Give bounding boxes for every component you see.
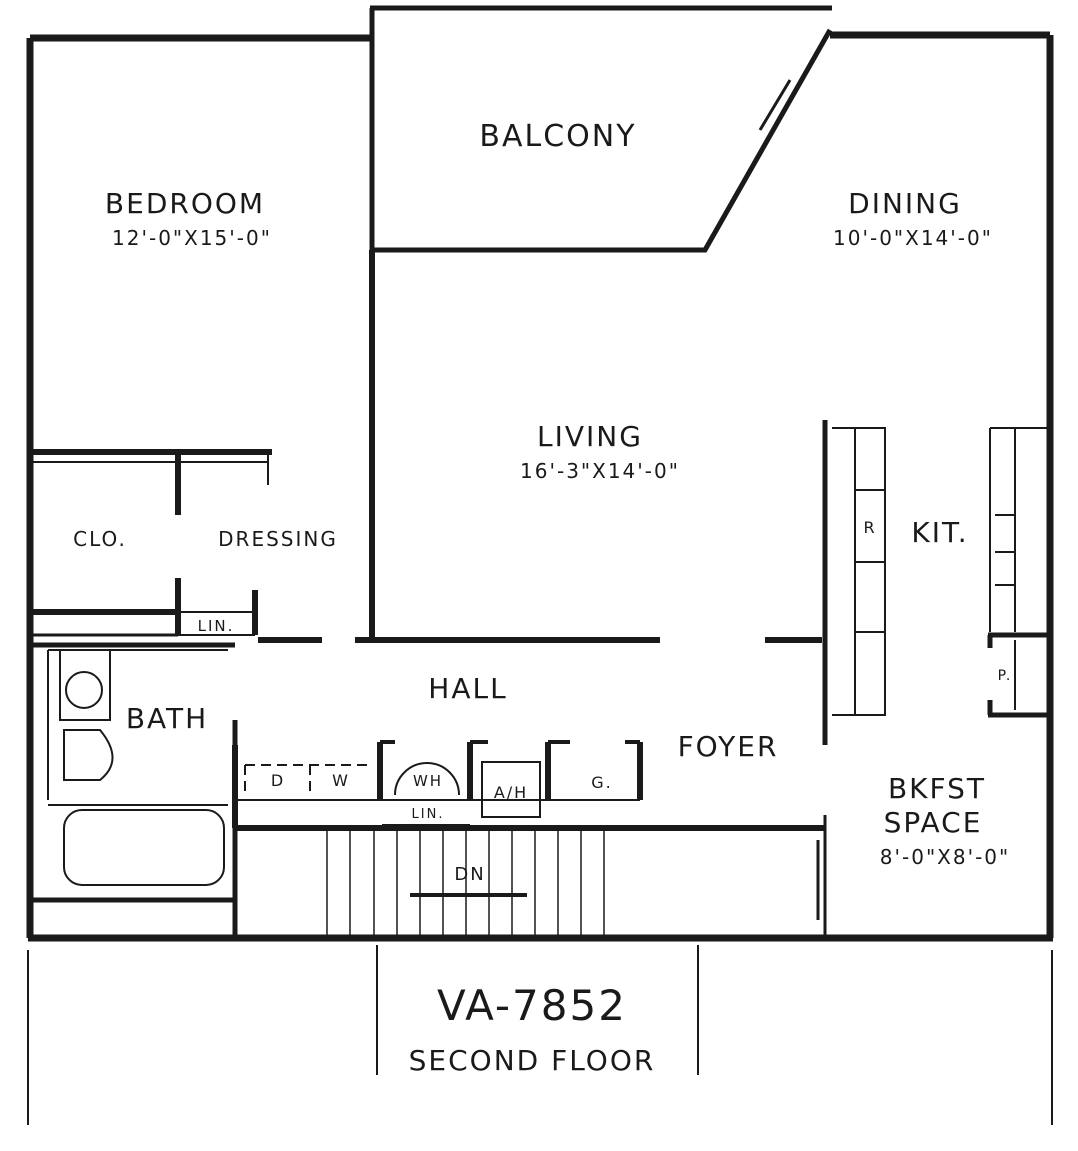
label-bedroom: BEDROOM [105, 187, 265, 220]
label-linen: LIN. [198, 617, 235, 635]
label-closet: CLO. [73, 527, 127, 551]
room-labels: BALCONY BEDROOM 12'-0"X15'-0" DINING 10'… [73, 119, 1013, 885]
label-linen-2: LIN. [412, 807, 445, 822]
plan-floor: SECOND FLOOR [409, 1044, 656, 1077]
label-washer: W [332, 771, 350, 790]
stairs [326, 815, 827, 938]
label-bkfst-space: SPACE [884, 806, 983, 839]
label-hall: HALL [428, 672, 507, 705]
label-bkfst: BKFST [888, 772, 986, 805]
label-dressing: DRESSING [218, 527, 338, 551]
walls [26, 5, 1054, 1125]
label-living: LIVING [537, 420, 643, 453]
label-living-size: 16'-3"X14'-0" [520, 459, 680, 483]
label-bath: BATH [126, 702, 208, 735]
label-balcony: BALCONY [479, 119, 636, 154]
label-pantry: P. [998, 668, 1013, 684]
label-dryer: D [271, 771, 285, 790]
label-bkfst-size: 8'-0"X8'-0" [880, 845, 1010, 869]
label-air-handler: A/H [494, 783, 528, 802]
label-dining-size: 10'-0"X14'-0" [833, 226, 993, 250]
label-down: DN [454, 864, 485, 885]
label-water-heater: WH [413, 772, 443, 790]
label-refrigerator: R [863, 518, 876, 537]
label-bedroom-size: 12'-0"X15'-0" [112, 226, 272, 250]
label-g: G. [591, 773, 612, 792]
plan-code: VA-7852 [437, 981, 627, 1030]
label-dining: DINING [848, 187, 962, 220]
label-kitchen: KIT. [911, 516, 968, 549]
title-block: VA-7852 SECOND FLOOR [409, 981, 656, 1077]
label-foyer: FOYER [678, 730, 779, 763]
